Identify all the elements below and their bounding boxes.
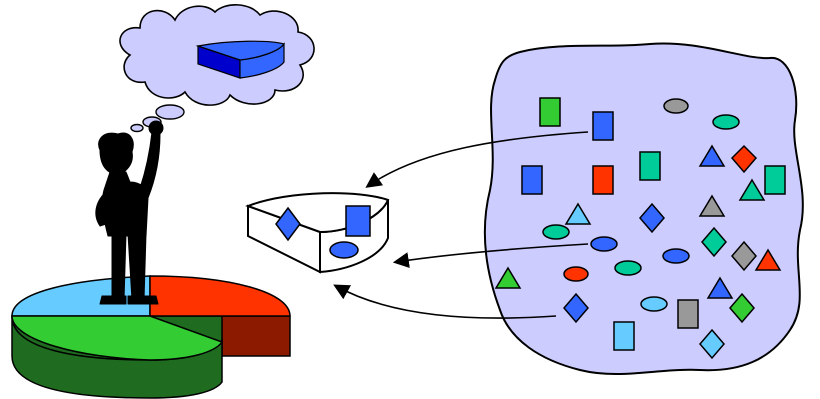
shape-ellipse-teal — [712, 114, 740, 130]
shape-triangle-green — [494, 266, 522, 289]
arrow-icon — [333, 131, 589, 319]
thought-wedge-icon — [195, 40, 286, 79]
arrow-bottom — [333, 284, 557, 319]
shape-ellipse-teal — [614, 260, 642, 276]
shape-triangle-blue — [698, 144, 726, 167]
shape-diamond-blue — [639, 202, 665, 234]
pie-chart-icon — [11, 275, 291, 399]
shape-triangle-gray — [698, 194, 726, 217]
arrow-top — [365, 131, 589, 188]
shape-square-light-blue — [613, 321, 635, 351]
shape-square-teal — [764, 165, 786, 195]
shape-square-green — [539, 97, 561, 127]
arrow-middle — [392, 243, 589, 269]
slice-diamond-blue — [275, 206, 301, 242]
data-cloud-icon — [483, 42, 804, 375]
shape-diamond-red — [730, 144, 758, 174]
shape-triangle-light-blue — [564, 202, 592, 225]
shape-ellipse-blue — [590, 236, 618, 252]
shape-ellipse-red — [563, 266, 589, 282]
data-cloud-shape — [483, 42, 804, 375]
thinking-person-icon — [95, 120, 164, 305]
shape-square-gray — [677, 299, 699, 329]
shape-ellipse-gray — [663, 98, 689, 114]
shape-square-teal — [639, 151, 661, 181]
thought-bubble-small — [130, 123, 144, 133]
shape-triangle-blue — [706, 276, 734, 299]
shape-diamond-light-blue — [699, 328, 725, 360]
shape-square-blue — [521, 165, 543, 195]
thought-cloud-icon — [119, 4, 315, 133]
shape-diamond-teal — [701, 226, 727, 258]
slice-ellipse-blue — [329, 241, 359, 259]
shape-ellipse-blue — [662, 248, 690, 264]
pie-green-slice — [11, 315, 224, 361]
shape-triangle-teal — [738, 178, 766, 201]
shape-diamond-blue — [563, 292, 589, 324]
pie-slice-icon — [245, 192, 390, 274]
slice-square-blue — [345, 205, 371, 237]
shape-ellipse-light-blue — [640, 296, 668, 312]
shape-diamond-green — [729, 292, 755, 324]
shape-diamond-gray — [731, 240, 757, 272]
shape-square-blue — [592, 111, 614, 141]
thought-bubble-large — [155, 104, 185, 120]
pie-red-slice — [149, 275, 291, 317]
shape-square-red — [592, 165, 614, 195]
shape-ellipse-teal — [542, 224, 570, 240]
shape-triangle-red — [754, 248, 782, 271]
